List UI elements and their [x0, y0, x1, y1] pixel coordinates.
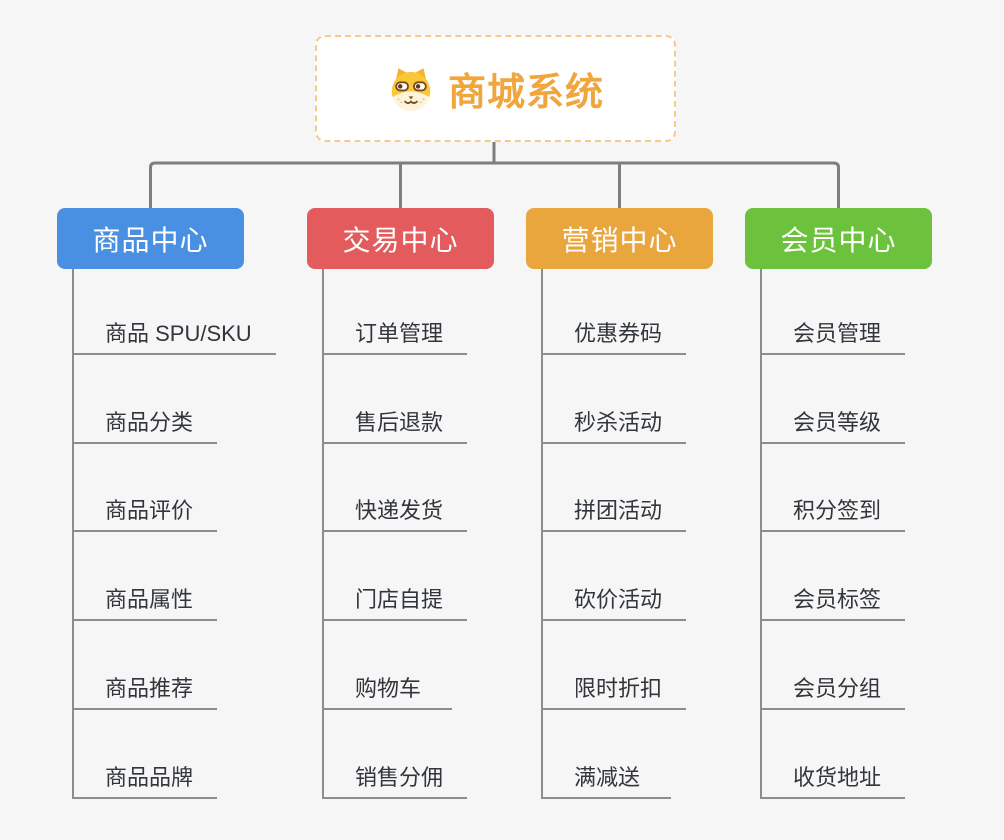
branch-children-marketing-center: 优惠券码 秒杀活动 拼团活动 砍价活动 限时折扣 满减送 — [541, 269, 781, 803]
child-node[interactable]: 售后退款 — [322, 400, 468, 444]
child-node[interactable]: 商品分类 — [72, 400, 218, 444]
branch-node-member-center[interactable]: 会员中心 — [745, 208, 932, 269]
child-node[interactable]: 销售分佣 — [322, 755, 468, 799]
branch-children-product-center: 商品 SPU/SKU 商品分类 商品评价 商品属性 商品推荐 商品品牌 — [72, 269, 312, 803]
child-node[interactable]: 门店自提 — [322, 577, 468, 621]
child-node[interactable]: 会员管理 — [760, 311, 906, 355]
child-node[interactable]: 会员标签 — [760, 577, 906, 621]
child-node[interactable]: 砍价活动 — [541, 577, 687, 621]
child-node[interactable]: 满减送 — [541, 755, 671, 799]
dog-face-icon — [387, 66, 435, 112]
branch-children-member-center: 会员管理 会员等级 积分签到 会员标签 会员分组 收货地址 — [760, 269, 1000, 803]
child-node[interactable]: 收货地址 — [760, 755, 906, 799]
child-node[interactable]: 商品品牌 — [72, 755, 218, 799]
branch-node-trade-center[interactable]: 交易中心 — [307, 208, 494, 269]
child-node[interactable]: 商品 SPU/SKU — [72, 311, 276, 355]
child-node[interactable]: 商品评价 — [72, 488, 218, 532]
branch-node-product-center[interactable]: 商品中心 — [57, 208, 244, 269]
child-node[interactable]: 商品推荐 — [72, 666, 218, 710]
root-title: 商城系统 — [447, 72, 604, 114]
child-node[interactable]: 积分签到 — [760, 488, 906, 532]
child-node[interactable]: 优惠券码 — [541, 311, 687, 355]
child-node[interactable]: 秒杀活动 — [541, 400, 687, 444]
child-node[interactable]: 购物车 — [322, 666, 452, 710]
branch-children-trade-center: 订单管理 售后退款 快递发货 门店自提 购物车 销售分佣 — [322, 269, 562, 803]
child-node[interactable]: 限时折扣 — [541, 666, 687, 710]
root-node[interactable]: 商城系统 — [315, 35, 676, 142]
child-node[interactable]: 商品属性 — [72, 577, 218, 621]
child-node[interactable]: 会员等级 — [760, 400, 906, 444]
child-node[interactable]: 拼团活动 — [541, 488, 687, 532]
child-node[interactable]: 订单管理 — [322, 311, 468, 355]
child-node[interactable]: 会员分组 — [760, 666, 906, 710]
branch-node-marketing-center[interactable]: 营销中心 — [526, 208, 713, 269]
child-node[interactable]: 快递发货 — [322, 488, 468, 532]
